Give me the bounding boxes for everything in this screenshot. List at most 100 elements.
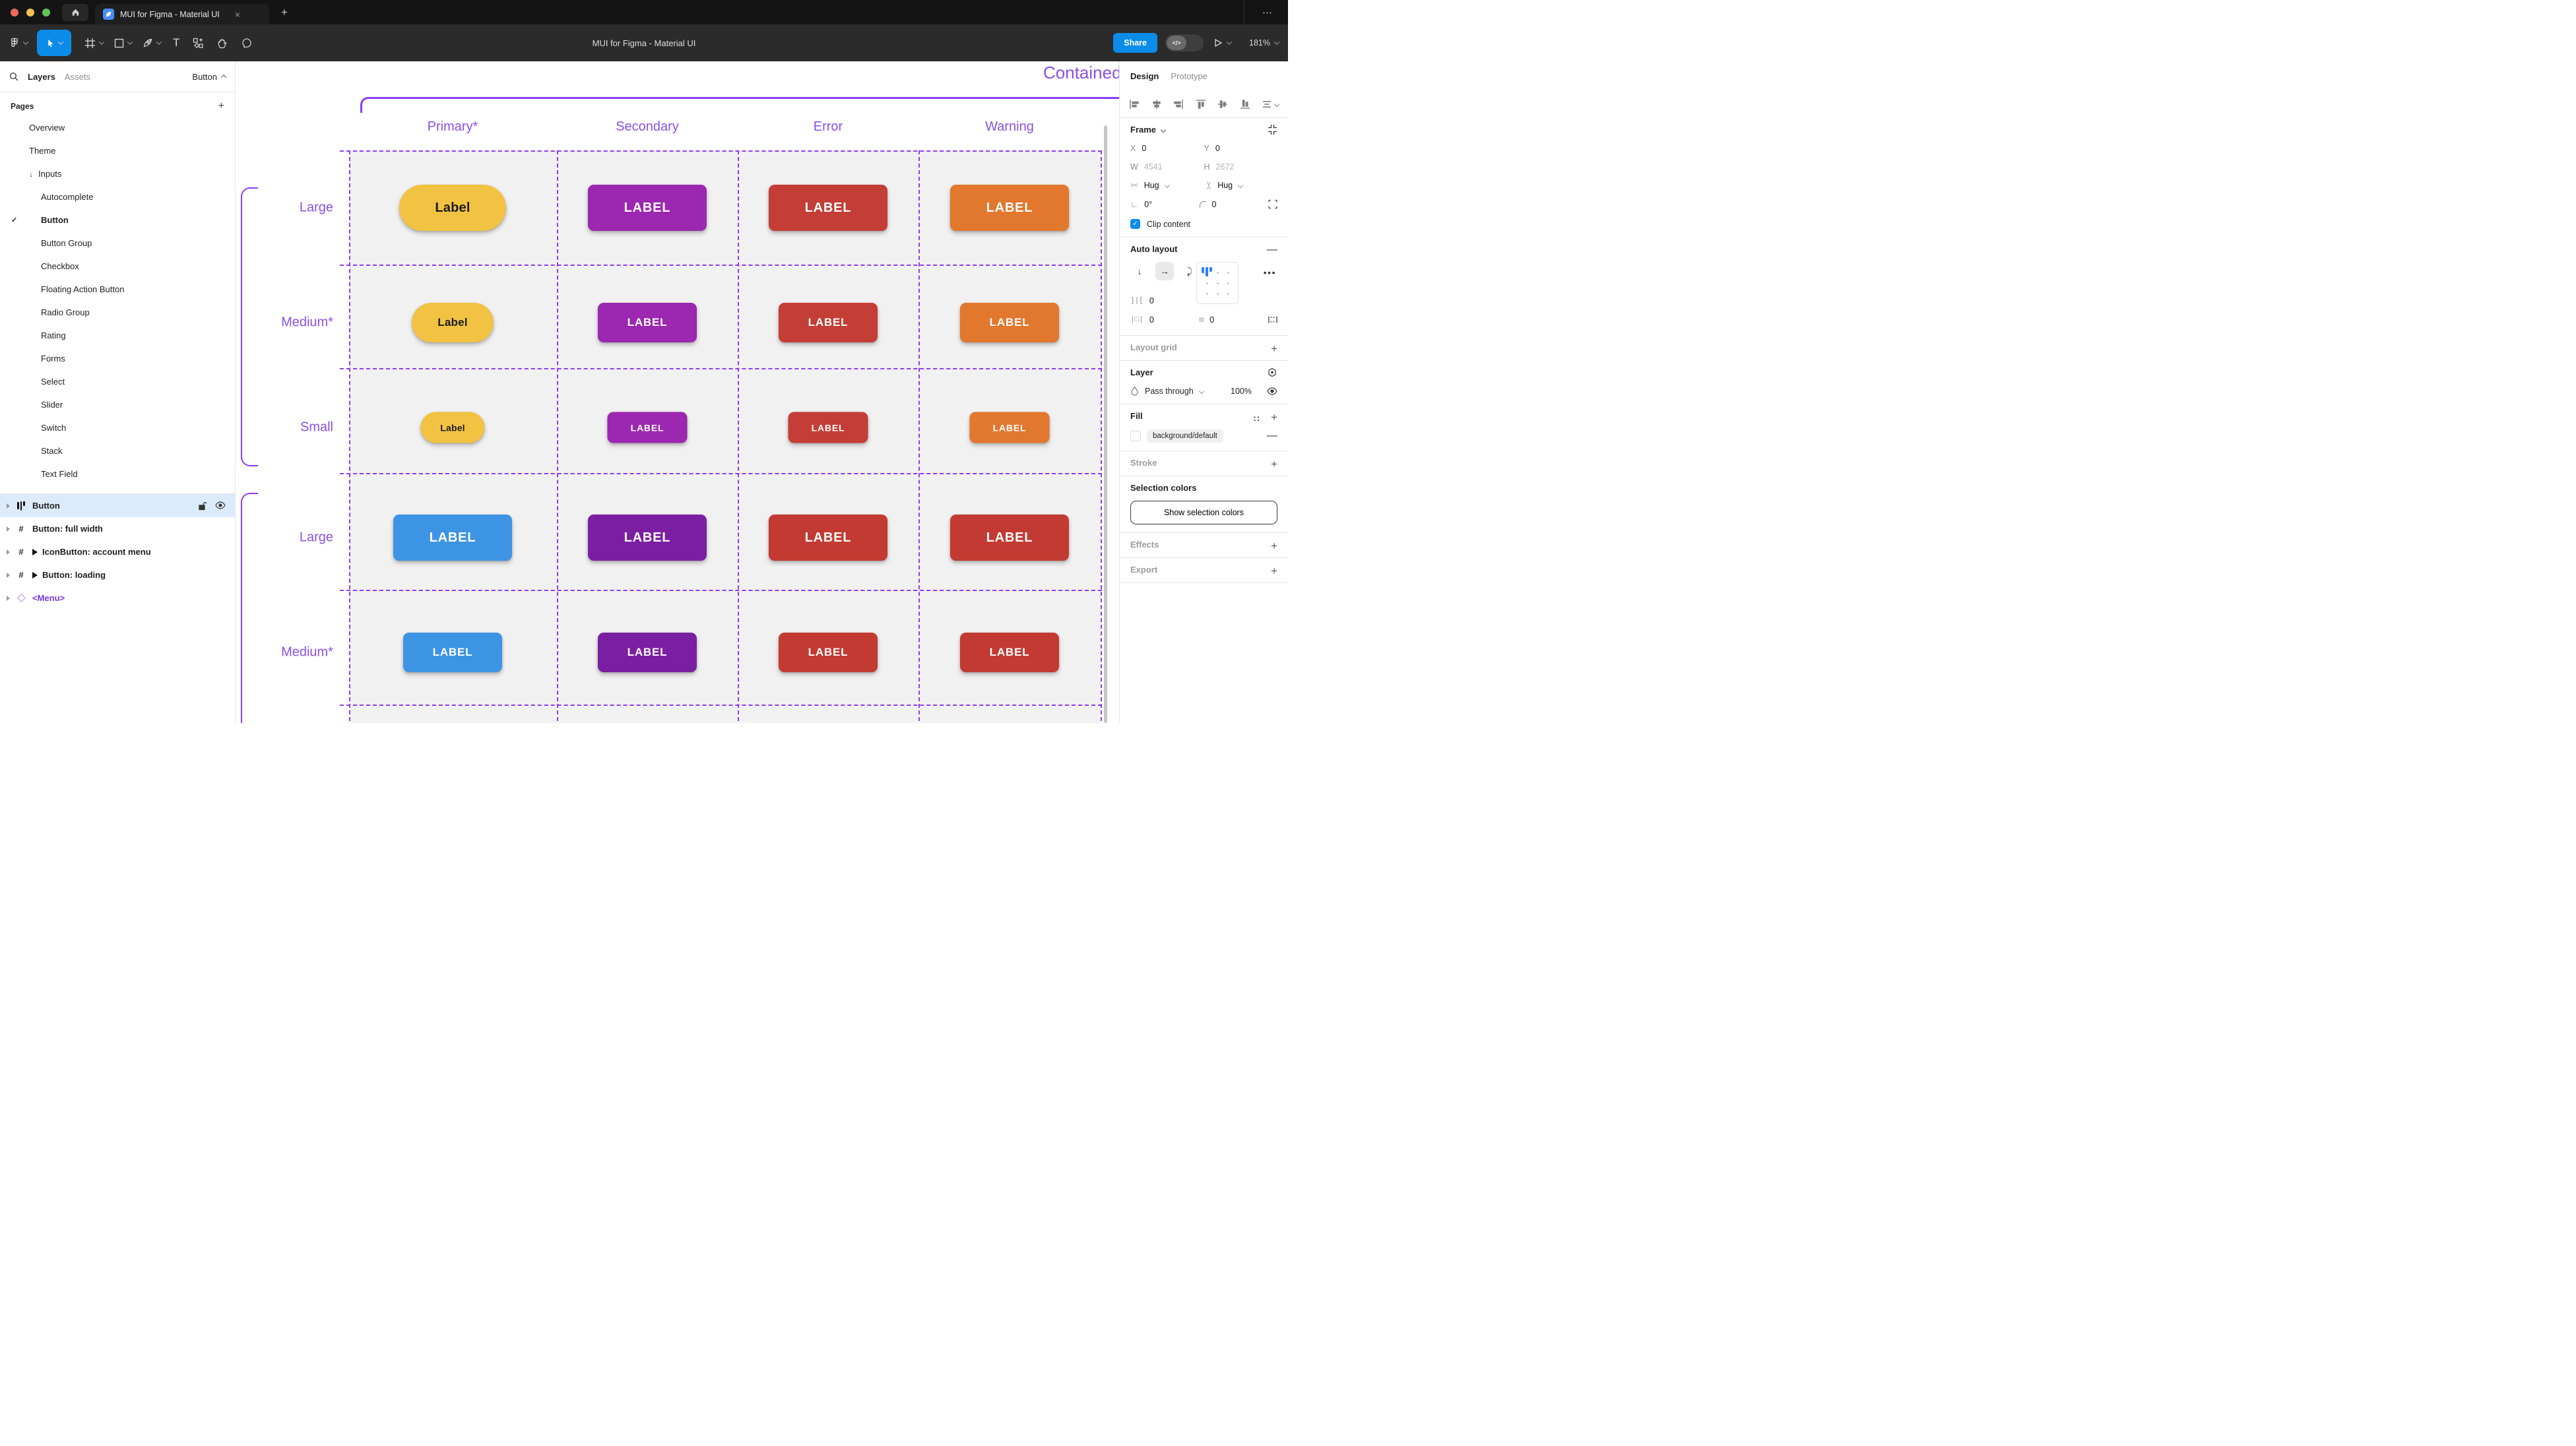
pen-tool-button[interactable] — [143, 30, 162, 56]
current-page-selector[interactable]: Button — [192, 72, 227, 82]
x-position-field[interactable]: X 0 — [1130, 144, 1204, 153]
comment-tool-button[interactable] — [241, 30, 252, 56]
collapse-frame-controls[interactable] — [1268, 125, 1277, 135]
align-bottom-icon[interactable] — [1240, 99, 1250, 110]
layer-opacity-value[interactable]: 100% — [1231, 386, 1252, 396]
minimize-window-button[interactable] — [26, 8, 34, 16]
share-button[interactable]: Share — [1113, 33, 1157, 53]
visibility-eye-icon[interactable] — [215, 501, 226, 509]
add-export-button[interactable]: + — [1271, 565, 1277, 577]
page-item-floating-action-button[interactable]: Floating Action Button — [0, 278, 235, 301]
page-item-overview[interactable]: Overview — [0, 116, 235, 139]
vertical-resizing-field[interactable]: >< Hug — [1204, 181, 1278, 190]
new-tab-button[interactable]: + — [281, 5, 288, 18]
hand-tool-button[interactable] — [217, 30, 228, 56]
dev-mode-toggle[interactable]: </> — [1165, 34, 1204, 51]
blend-mode-value[interactable]: Pass through — [1145, 386, 1194, 396]
horizontal-padding-field[interactable]: |□| 0 — [1130, 315, 1200, 325]
gap-field[interactable]: ]|[ 0 — [1130, 296, 1204, 305]
canvas-button[interactable]: LABEL — [393, 515, 512, 561]
canvas-button[interactable]: LABEL — [769, 185, 887, 231]
canvas-button[interactable]: LABEL — [769, 515, 887, 561]
page-item-autocomplete[interactable]: Autocomplete — [0, 185, 235, 208]
fill-row[interactable]: background/default — — [1130, 429, 1277, 443]
page-item-text-field[interactable]: Text Field — [0, 462, 235, 486]
shape-tool-button[interactable] — [114, 30, 133, 56]
canvas-button[interactable]: LABEL — [950, 185, 1069, 231]
window-overflow-menu[interactable]: ⋯ — [1262, 7, 1273, 18]
expand-chevron-icon[interactable] — [7, 503, 10, 509]
rotation-field[interactable]: ∟ 0° — [1130, 199, 1200, 209]
page-item-stack[interactable]: Stack — [0, 439, 235, 462]
page-item-switch[interactable]: Switch — [0, 416, 235, 439]
canvas-button[interactable]: Label — [412, 303, 494, 342]
page-item-radio-group[interactable]: Radio Group — [0, 301, 235, 324]
align-top-icon[interactable] — [1196, 99, 1206, 110]
search-icon[interactable] — [9, 72, 18, 81]
clip-content-row[interactable]: ✓ Clip content — [1130, 219, 1277, 229]
expand-chevron-icon[interactable] — [7, 549, 10, 555]
add-stroke-button[interactable]: + — [1271, 458, 1277, 470]
page-item-inputs[interactable]: ↓Inputs — [0, 162, 235, 185]
canvas-button[interactable]: Label — [399, 185, 506, 231]
show-selection-colors-button[interactable]: Show selection colors — [1130, 501, 1277, 524]
page-item-button[interactable]: ✓Button — [0, 208, 235, 232]
page-item-checkbox[interactable]: Checkbox — [0, 255, 235, 278]
canvas-button[interactable]: LABEL — [598, 633, 697, 672]
close-tab-icon[interactable]: × — [234, 9, 240, 20]
page-item-forms[interactable]: Forms — [0, 347, 235, 370]
layer-row-button[interactable]: Button — [0, 494, 235, 517]
layer-row--menu-[interactable]: <Menu> — [0, 586, 235, 610]
canvas-button[interactable]: LABEL — [779, 303, 878, 342]
auto-layout-alignment-widget[interactable] — [1196, 262, 1239, 304]
layer-row-button-loading[interactable]: #Button: loading — [0, 563, 235, 586]
canvas-button[interactable]: LABEL — [607, 412, 688, 443]
canvas-button[interactable]: LABEL — [960, 303, 1059, 342]
align-right-icon[interactable] — [1173, 99, 1184, 110]
distribute-menu-button[interactable] — [1262, 99, 1280, 110]
move-tool-button[interactable] — [37, 30, 71, 56]
frame-section-title[interactable]: Frame — [1130, 125, 1157, 135]
horizontal-resizing-field[interactable]: >< Hug — [1130, 181, 1204, 190]
main-menu-button[interactable] — [9, 30, 29, 56]
clip-content-checkbox[interactable]: ✓ — [1130, 219, 1140, 229]
canvas-button[interactable]: LABEL — [598, 303, 697, 342]
canvas-scrollbar[interactable] — [1104, 125, 1107, 723]
auto-layout-vertical-button[interactable]: ↓ — [1137, 266, 1142, 276]
corner-radius-field[interactable]: 0 — [1199, 199, 1269, 209]
canvas-button[interactable]: LABEL — [788, 412, 868, 443]
page-item-theme[interactable]: Theme — [0, 139, 235, 162]
width-field[interactable]: W 4541 — [1130, 162, 1204, 172]
auto-layout-horizontal-button[interactable]: → — [1155, 262, 1174, 280]
align-vertical-center-icon[interactable] — [1217, 99, 1228, 110]
text-tool-button[interactable]: T — [173, 36, 180, 49]
canvas-button[interactable]: LABEL — [403, 633, 502, 672]
visibility-eye-icon[interactable] — [1267, 387, 1277, 395]
tab-assets[interactable]: Assets — [64, 71, 90, 82]
styles-icon[interactable]: :: — [1253, 412, 1261, 423]
page-item-select[interactable]: Select — [0, 370, 235, 393]
page-item-rating[interactable]: Rating — [0, 324, 235, 347]
remove-fill-button[interactable]: — — [1267, 430, 1277, 441]
home-button[interactable] — [62, 3, 88, 21]
fill-style-token[interactable]: background/default — [1147, 429, 1223, 443]
add-page-button[interactable]: + — [218, 100, 224, 111]
height-field[interactable]: H 2672 — [1204, 162, 1278, 172]
remove-auto-layout-button[interactable]: — — [1267, 244, 1277, 255]
document-title[interactable]: MUI for Figma - Material UI — [592, 38, 696, 48]
blend-mode-icon[interactable] — [1268, 367, 1277, 377]
close-window-button[interactable] — [11, 8, 18, 16]
add-effect-button[interactable]: + — [1271, 540, 1277, 552]
layer-row-button-full-width[interactable]: #Button: full width — [0, 517, 235, 540]
canvas-button[interactable]: Label — [420, 412, 485, 443]
auto-layout-options-button[interactable]: ••• — [1263, 267, 1276, 278]
canvas-button[interactable]: LABEL — [969, 412, 1050, 443]
tab-design[interactable]: Design — [1130, 71, 1159, 81]
present-button[interactable] — [1213, 38, 1233, 47]
layer-row-iconbutton-account-menu[interactable]: #IconButton: account menu — [0, 540, 235, 563]
align-left-icon[interactable] — [1129, 99, 1140, 110]
canvas-button[interactable]: LABEL — [779, 633, 878, 672]
expand-chevron-icon[interactable] — [7, 595, 10, 601]
frame-tool-button[interactable] — [84, 30, 105, 56]
